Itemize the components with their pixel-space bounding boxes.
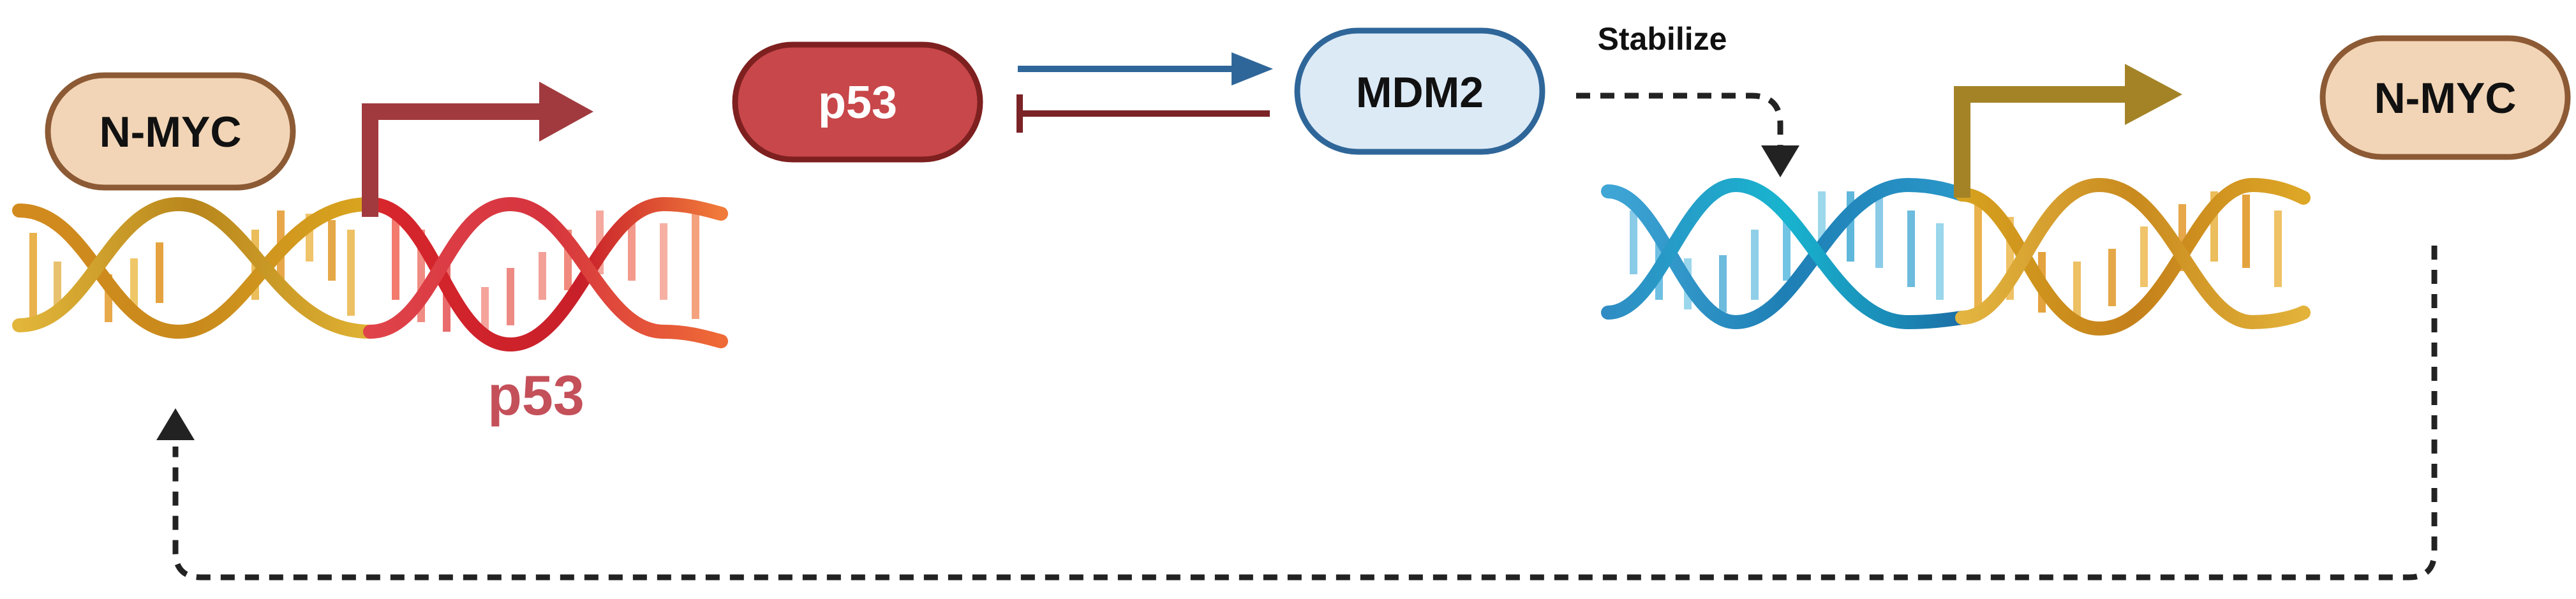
nmyc-left-node: N-MYC — [45, 72, 296, 191]
p53-protein-node: p53 — [732, 41, 983, 163]
p53-protein-label: p53 — [818, 77, 897, 128]
dna-right-gold-region — [1955, 177, 2311, 336]
mdm2-node: MDM2 — [1294, 27, 1545, 155]
dna-p53-gene — [363, 196, 728, 352]
p53-promoter-arrow — [362, 82, 593, 217]
stabilize-label: Stabilize — [1598, 21, 1727, 57]
p53-activates-mdm2-arrow — [1018, 52, 1273, 85]
dna-left-nmyc-region — [12, 196, 377, 339]
nmyc-right-node: N-MYC — [2319, 35, 2571, 160]
mdm2-label: MDM2 — [1356, 68, 1484, 117]
nmyc-promoter-arrow — [1954, 64, 2182, 198]
nmyc-right-label: N-MYC — [2374, 74, 2517, 122]
mdm2-inhibits-p53-line — [1016, 94, 1270, 133]
stabilize-arrow — [1576, 92, 1799, 177]
p53-gene-label: p53 — [488, 364, 584, 427]
feedback-loop-arrow — [156, 246, 2438, 581]
dna-nmyc-gene — [1601, 177, 1969, 330]
nmyc-left-label: N-MYC — [100, 108, 242, 156]
